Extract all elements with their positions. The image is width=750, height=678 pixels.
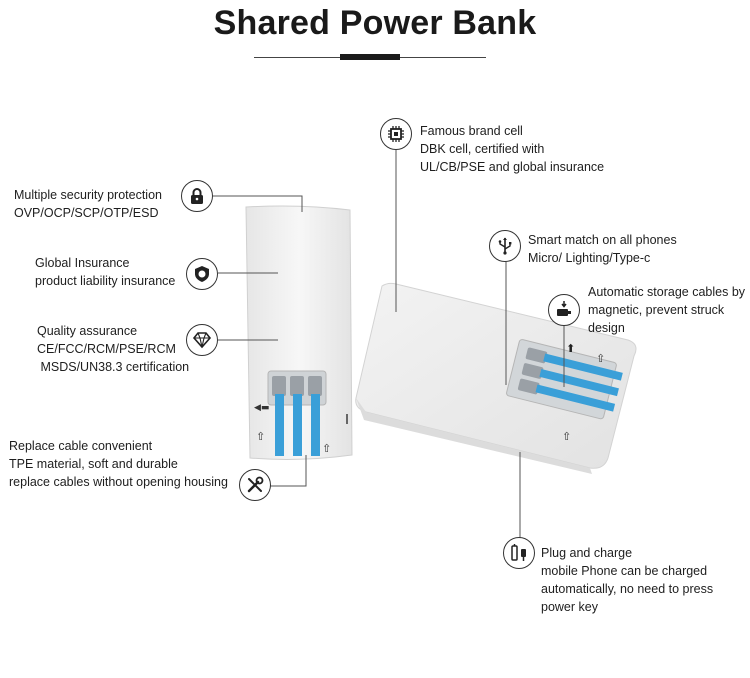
feature-quality-line-2: CE/FCC/RCM/PSE/RCM [37, 342, 176, 356]
feature-storage-text: Automatic storage cables by magnetic, pr… [588, 283, 745, 337]
feature-cell-line-3: UL/CB/PSE and global insurance [420, 160, 605, 174]
feature-plug-line-2: mobile Phone can be charged [541, 564, 708, 578]
feature-replace-text: Replace cable convenient TPE material, s… [9, 437, 228, 491]
diamond-icon [186, 324, 218, 356]
page-title: Shared Power Bank [213, 4, 537, 42]
svg-text:⬆: ⬆ [566, 342, 575, 355]
feature-plug-line-4: power key [541, 600, 598, 614]
usb-icon [489, 230, 521, 262]
magnet-cable-icon [548, 294, 580, 326]
feature-replace-line-2: TPE material, soft and durable [9, 457, 178, 471]
power-bank-front: ◀▬ ⇧ ⇧ [245, 205, 353, 460]
feature-quality-text: Quality assurance CE/FCC/RCM/PSE/RCM MSD… [37, 322, 189, 376]
feature-security-line-1: Multiple security protection [14, 188, 162, 202]
feature-smart-line-1: Smart match on all phones [528, 233, 677, 247]
plug-icon [503, 537, 535, 569]
feature-security-line-2: OVP/OCP/SCP/OTP/ESD [14, 206, 159, 220]
feature-insurance-text: Global Insurance product liability insur… [35, 254, 175, 290]
feature-smart-line-2: Micro/ Lighting/Type-c [528, 251, 651, 265]
feature-plug-text: Plug and charge mobile Phone can be char… [541, 544, 713, 616]
feature-cell-text: Famous brand cell DBK cell, certified wi… [420, 122, 604, 176]
lock-icon [181, 180, 213, 212]
feature-quality-line-3: MSDS/UN38.3 certification [37, 360, 190, 374]
feature-smart-text: Smart match on all phones Micro/ Lightin… [528, 231, 677, 267]
feature-cell-line-1: Famous brand cell [420, 124, 523, 138]
feature-storage-line-2: magnetic, prevent struck [588, 303, 725, 317]
feature-security-text: Multiple security protection OVP/OCP/SCP… [14, 186, 162, 222]
svg-text:⇧: ⇧ [256, 430, 265, 443]
svg-text:⇧: ⇧ [562, 430, 571, 443]
feature-quality-line-1: Quality assurance [37, 324, 138, 338]
svg-text:⇧: ⇧ [596, 352, 605, 365]
chip-icon [380, 118, 412, 150]
feature-plug-line-3: automatically, no need to press [541, 582, 714, 596]
title-divider-accent [340, 54, 400, 60]
svg-text:⇧: ⇧ [322, 442, 331, 455]
shield-icon [186, 258, 218, 290]
feature-plug-line-1: Plug and charge [541, 546, 633, 560]
feature-insurance-line-2: product liability insurance [35, 274, 176, 288]
feature-replace-line-1: Replace cable convenient [9, 439, 153, 453]
feature-replace-line-3: replace cables without opening housing [9, 475, 228, 489]
tools-icon [239, 469, 271, 501]
feature-storage-line-1: Automatic storage cables by [588, 285, 746, 299]
feature-storage-line-3: design [588, 321, 625, 335]
svg-text:◀▬: ◀▬ [254, 403, 269, 413]
feature-insurance-line-1: Global Insurance [35, 256, 130, 270]
power-bank-tilted: ⬆ ⇧ ⇧ [355, 282, 637, 474]
feature-cell-line-2: DBK cell, certified with [420, 142, 545, 156]
